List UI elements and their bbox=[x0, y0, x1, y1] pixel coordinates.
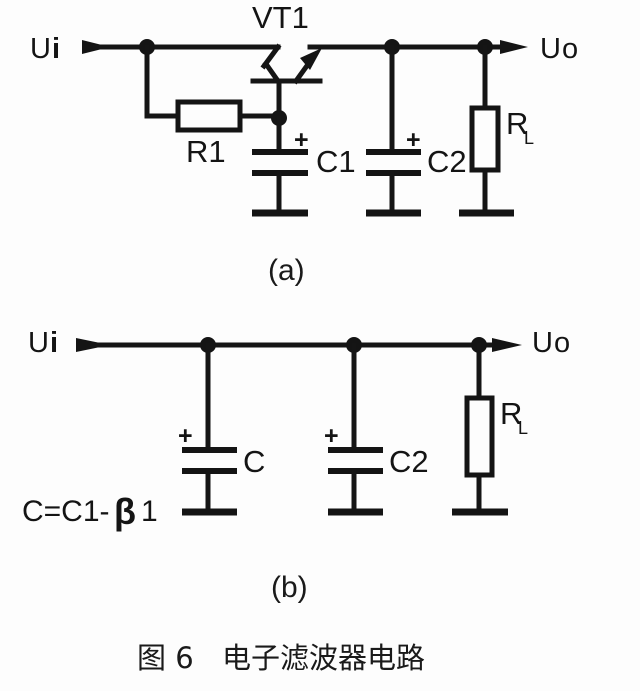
circuit-a-transistor-emitter-arrow-icon bbox=[300, 48, 322, 70]
circuit-a-c1-polarity-label: + bbox=[294, 126, 309, 154]
circuit-b-c-label: C bbox=[243, 444, 265, 479]
circuit-b-output-label-u: U bbox=[532, 327, 553, 359]
circuit-a-transistor-collector-slant bbox=[262, 60, 282, 85]
circuit-b-output-label-o: o bbox=[554, 327, 570, 359]
figure-caption-text: 电子滤波器电路 bbox=[222, 641, 425, 675]
circuit-b-c2-label: C2 bbox=[389, 444, 429, 479]
circuit-b-c-polarity-label: + bbox=[178, 422, 193, 450]
circuit-a-resistor-r1-body bbox=[175, 99, 243, 133]
circuit-a-group: U i U o R1 VT1 bbox=[30, 0, 578, 287]
circuit-b-equation-beta: β bbox=[114, 491, 136, 532]
circuit-a-input-label-u: U bbox=[30, 33, 51, 65]
figure-caption-index: 图 6 bbox=[137, 641, 194, 675]
circuit-a-transistor-label: VT1 bbox=[252, 0, 309, 35]
circuit-b-panel-label: (b) bbox=[271, 571, 308, 604]
circuit-a-output-label-u: U bbox=[540, 33, 561, 65]
circuit-b-load-label-r: R bbox=[500, 396, 522, 431]
circuit-a-c1-label: C1 bbox=[316, 144, 356, 179]
figure-caption-group: 图 6 电子滤波器电路 bbox=[137, 641, 425, 675]
circuit-a-resistor-rl-body bbox=[469, 105, 501, 173]
circuit-b-resistor-rl-body bbox=[464, 395, 495, 478]
circuit-a-output-arrow-icon bbox=[500, 40, 528, 54]
circuit-b-input-label-i: i bbox=[50, 327, 58, 359]
circuit-a-c2-label: C2 bbox=[427, 144, 467, 179]
circuit-a-panel-label: (a) bbox=[268, 254, 305, 287]
circuit-a-c2-polarity-label: + bbox=[406, 126, 421, 154]
circuit-a-output-label-o: o bbox=[562, 33, 578, 65]
circuit-b-input-label-u: U bbox=[28, 327, 49, 359]
circuit-a-load-label-r: R bbox=[506, 106, 528, 141]
circuit-b-group: U i U o + C bbox=[22, 327, 570, 604]
circuit-b-equation-rhs: 1 bbox=[141, 495, 158, 528]
circuit-a-resistor-r1-label: R1 bbox=[186, 134, 226, 169]
circuit-b-load-label-sub: L bbox=[518, 418, 528, 438]
circuit-b-output-arrow-icon bbox=[492, 338, 522, 352]
circuit-b-equation-lhs: C=C1- bbox=[22, 495, 110, 528]
circuit-a-input-label-i: i bbox=[52, 33, 60, 65]
circuit-a-load-label-sub: L bbox=[524, 128, 534, 148]
circuit-b-c2-polarity-label: + bbox=[324, 422, 339, 450]
